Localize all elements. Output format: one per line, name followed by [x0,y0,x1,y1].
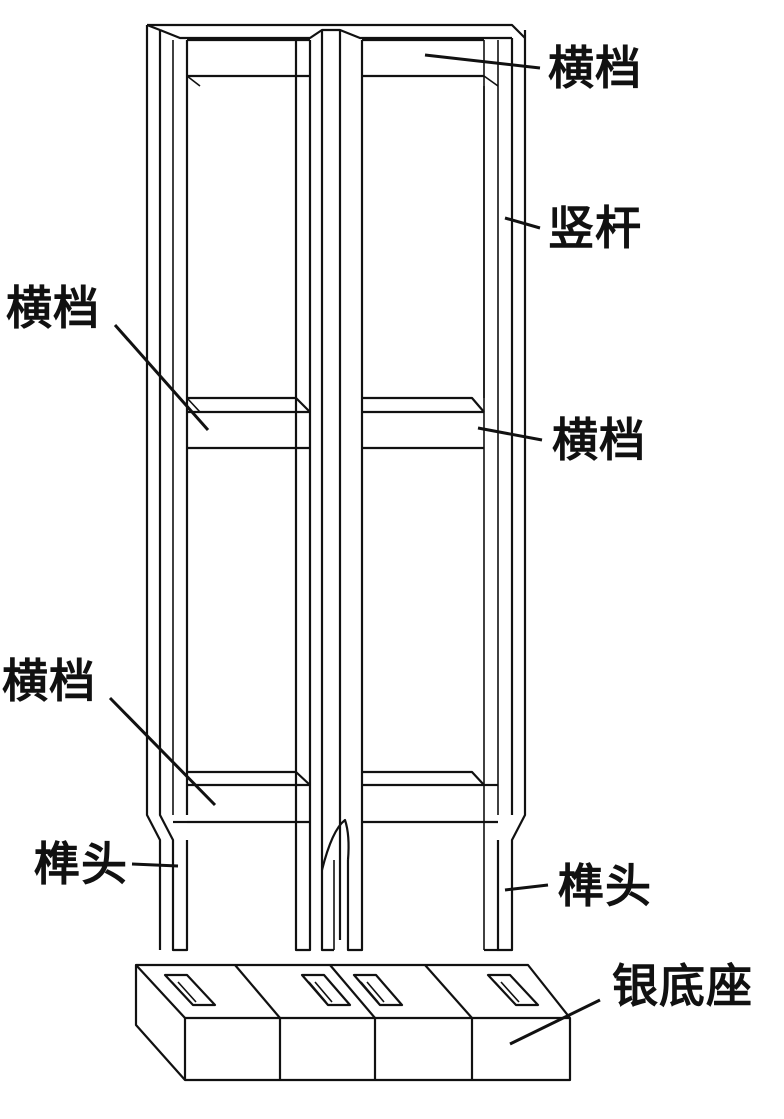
label-mid-rail-right: 横档 [552,413,646,467]
top-rail [147,23,526,87]
right-stile [483,30,527,952]
inner-edges [295,76,485,950]
center-stiles [294,30,364,952]
label-stile: 竖杆 [548,201,642,255]
leader-lines [108,53,601,1046]
label-mid-rail-left: 横档 [6,281,100,335]
mid-rails [186,396,485,450]
silver-base [134,963,572,1082]
left-stile [145,23,189,952]
label-tenon-left: 榫头 [34,837,128,891]
label-base: 银底座 [612,959,753,1013]
label-tenon-right: 榫头 [558,859,652,913]
label-top-rail: 横档 [548,41,642,95]
label-bottom-rail-left: 横档 [2,654,96,708]
bottom-rails [173,770,498,824]
